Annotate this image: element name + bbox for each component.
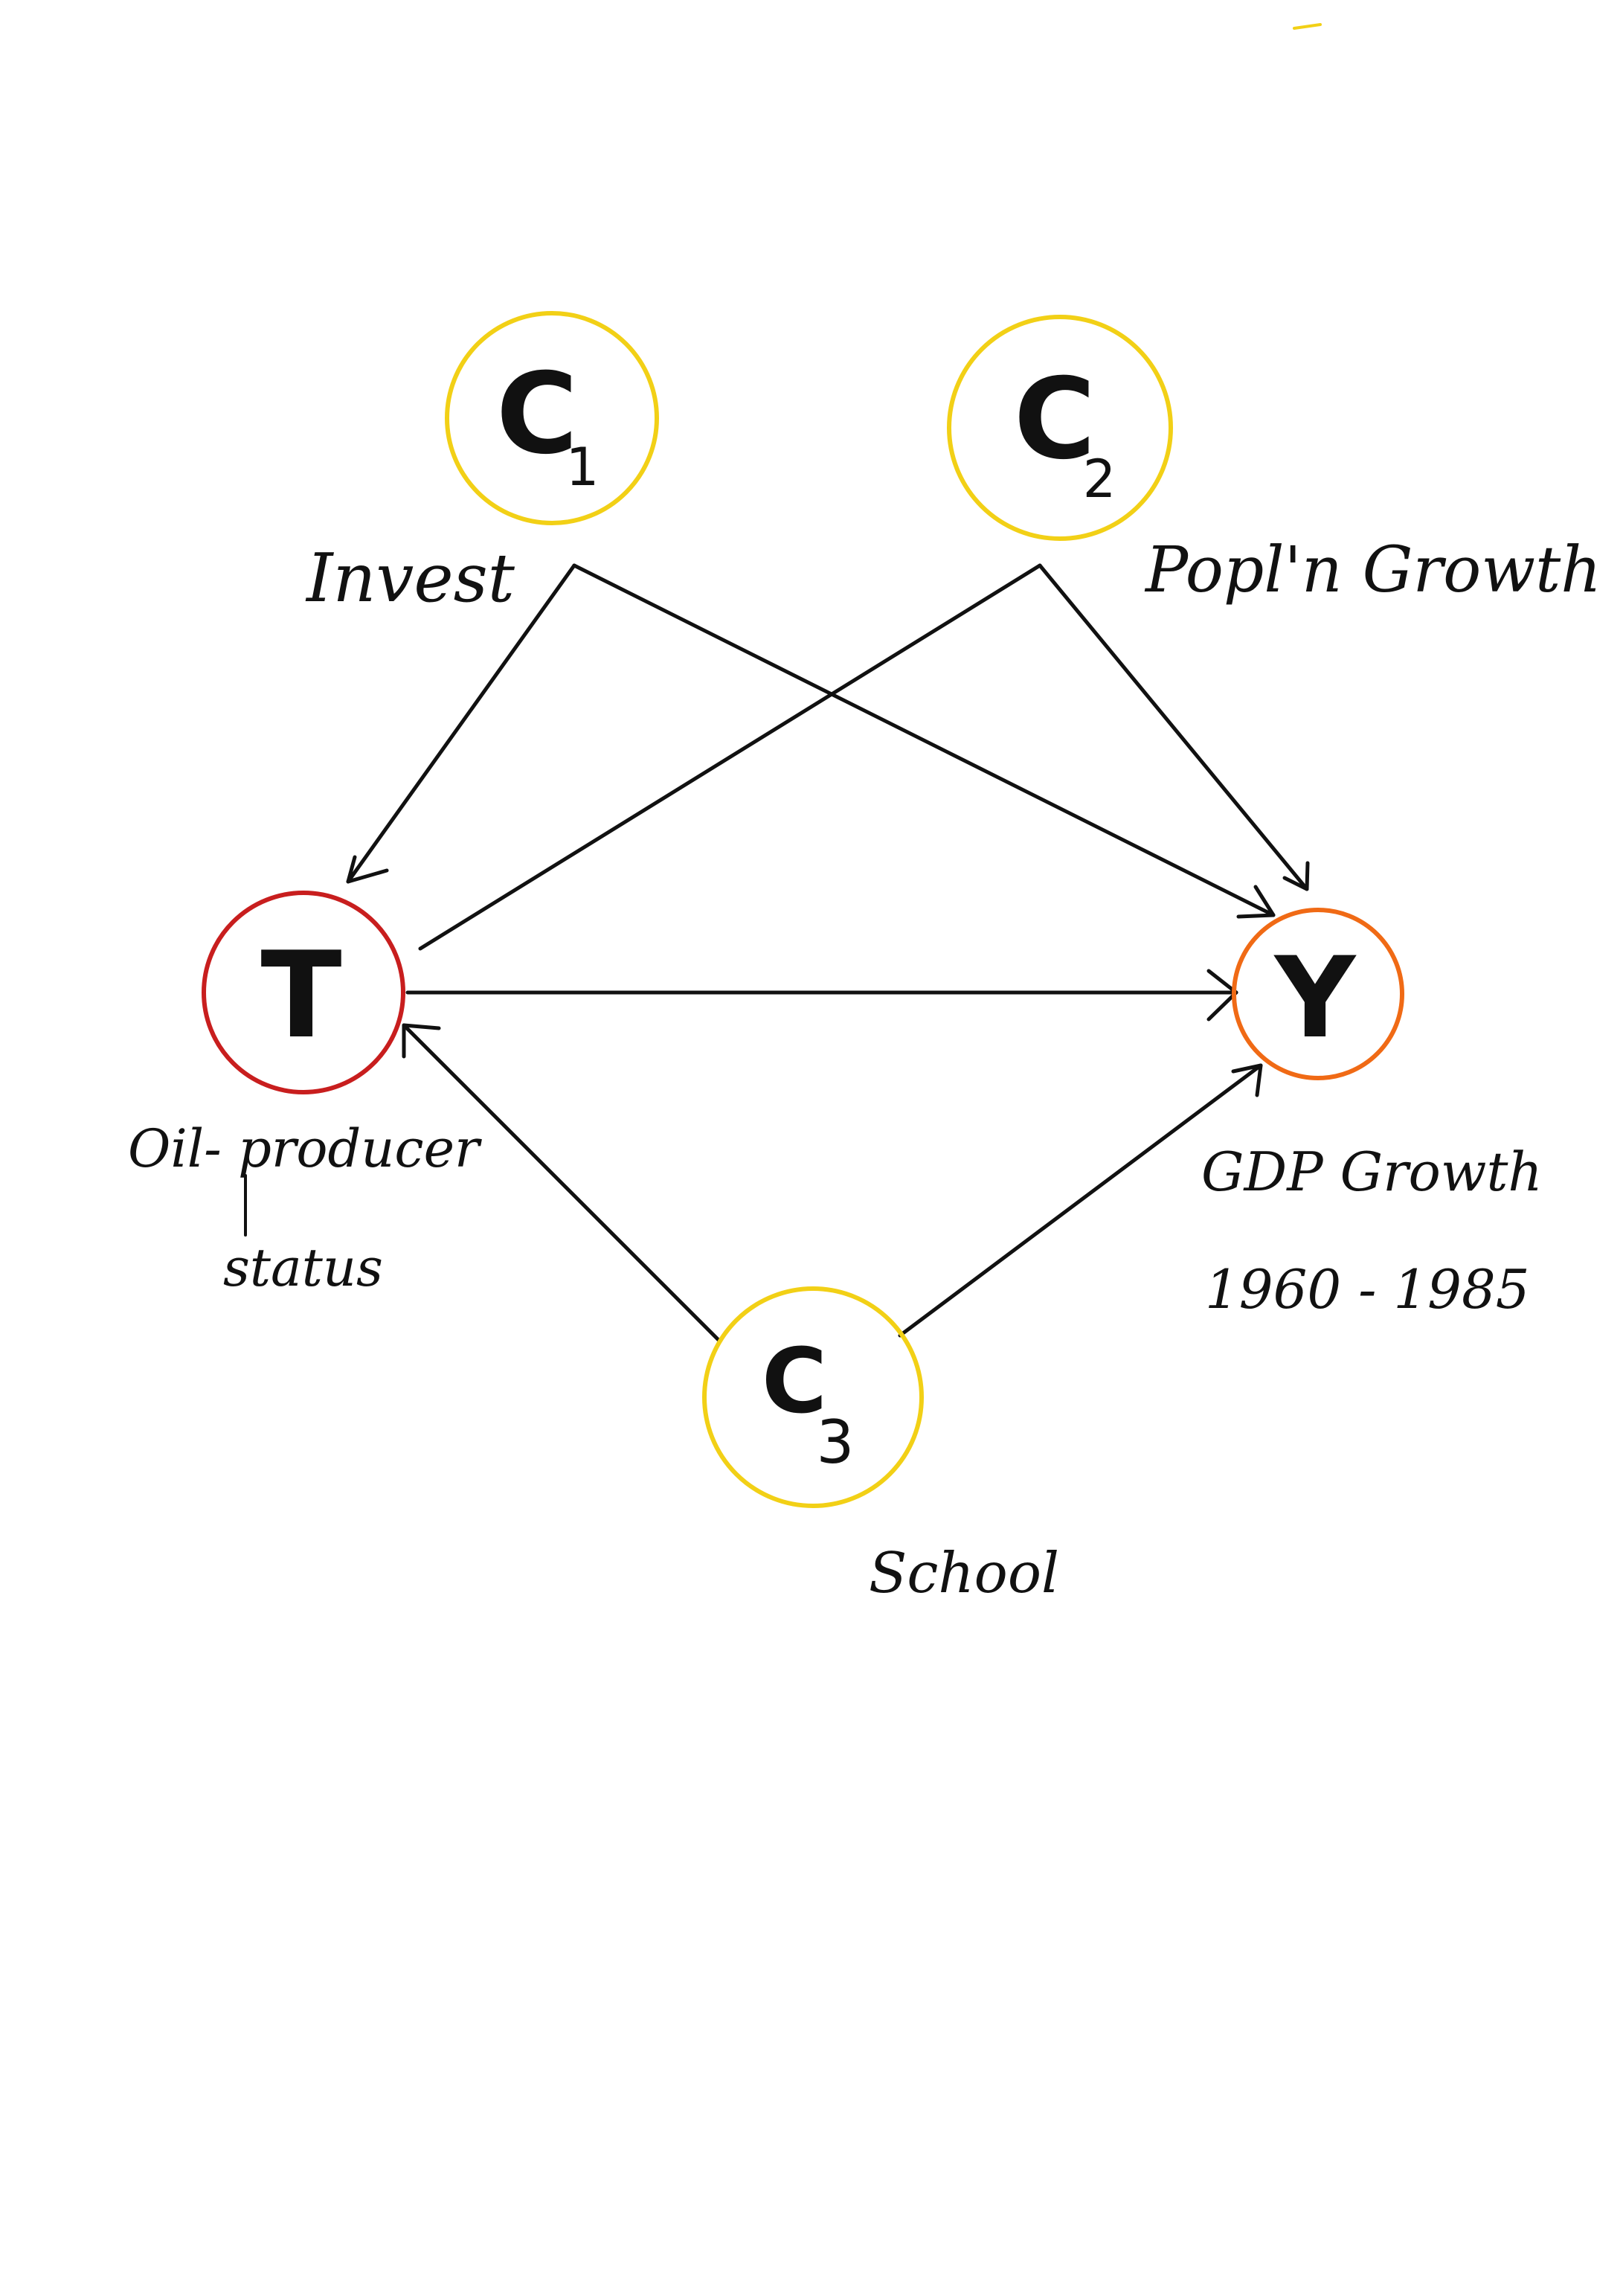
label-oil-producer: Oil- producer — [128, 1118, 482, 1179]
arrowhead — [1231, 1063, 1263, 1097]
arrowhead — [402, 1023, 441, 1059]
label-invest: Invest — [305, 539, 515, 618]
edge-c2-to-y — [1038, 563, 1310, 891]
node-c2-subscript: 2 — [1083, 449, 1116, 510]
node-c3: C 3 — [702, 1286, 924, 1508]
node-y-letter: Y — [1273, 934, 1357, 1063]
node-c2-letter: C — [1014, 355, 1096, 484]
arrowhead — [1236, 885, 1276, 919]
edges — [346, 563, 1310, 1343]
node-c2: C 2 — [947, 315, 1173, 541]
label-school: School — [869, 1540, 1059, 1606]
edge-c1-to-t — [346, 563, 576, 884]
node-y-circle — [1232, 908, 1404, 1080]
node-c3-letter: C — [762, 1330, 827, 1434]
node-t-letter: T — [260, 926, 341, 1065]
edge-c3-to-y — [898, 1063, 1263, 1338]
node-t-circle — [202, 891, 405, 1094]
node-c1-circle — [445, 311, 659, 525]
node-c1-letter: C — [496, 350, 578, 479]
arrowhead — [346, 855, 389, 884]
node-c2-circle — [947, 315, 1173, 541]
edge-c2-to-t — [418, 563, 1042, 951]
label-gdp-growth: GDP Growth — [1201, 1141, 1543, 1203]
label-years: 1960 - 1985 — [1205, 1258, 1530, 1321]
label-popln-growth: Popl'n Growth — [1144, 533, 1601, 607]
node-c1: C 1 — [445, 311, 659, 525]
stray-mark — [1293, 23, 1322, 30]
node-c1-subscript: 1 — [566, 437, 600, 498]
edge-c3-to-t — [402, 1023, 721, 1343]
edge-t-to-y — [405, 969, 1238, 1022]
node-y: Y — [1232, 908, 1404, 1080]
arrowhead — [1282, 861, 1310, 891]
node-t: T — [202, 891, 405, 1094]
edge-c1-to-y — [572, 563, 1276, 919]
node-c3-circle — [702, 1286, 924, 1508]
label-status: status — [223, 1237, 383, 1298]
node-c3-subscript: 3 — [817, 1408, 855, 1477]
